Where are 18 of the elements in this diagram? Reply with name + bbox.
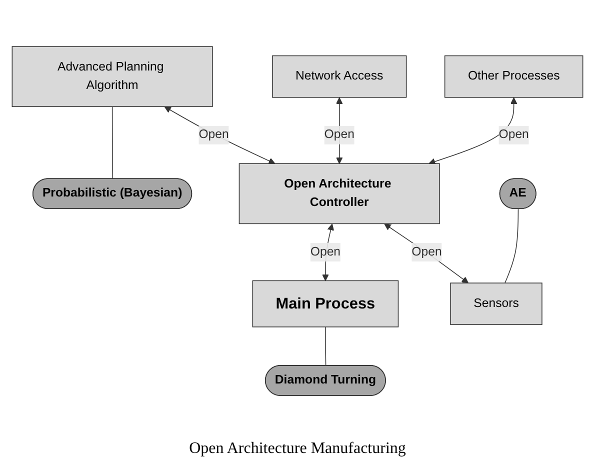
edge-label: Open <box>498 128 529 142</box>
arrow <box>164 106 276 164</box>
edge-label: Open <box>310 245 341 258</box>
node-box: Advanced Planning Algorithm <box>12 46 213 107</box>
arrow <box>428 97 518 165</box>
arrow <box>384 224 469 284</box>
edge-label: Open <box>412 245 442 258</box>
edge-label: Open <box>324 128 354 142</box>
connector <box>112 106 114 180</box>
connector <box>325 326 326 366</box>
node-box: Open Architecture Controller <box>238 163 440 224</box>
connector <box>504 208 519 284</box>
node-box: Network Access <box>272 55 407 98</box>
edge-label: Open <box>198 128 229 142</box>
node-box: Main Process <box>252 280 399 328</box>
caption: Open Architecture Manufacturing <box>189 440 406 458</box>
node-box: Other Processes <box>444 55 584 98</box>
node-box: Sensors <box>450 282 542 325</box>
